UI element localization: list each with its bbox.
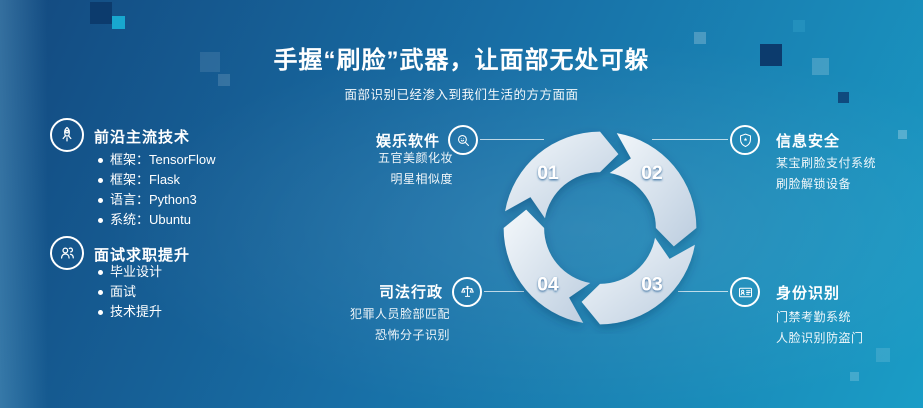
- node-title-entertainment: 娱乐软件: [375, 133, 440, 150]
- node-line: 五官美颜化妆: [377, 151, 453, 165]
- decor-square: [898, 130, 907, 139]
- team-icon: [50, 236, 84, 270]
- career-list: 毕业设计 面试 技术提升: [96, 262, 162, 322]
- id-card-icon: [730, 277, 760, 307]
- shield-star-icon: [730, 125, 760, 155]
- list-item: 技术提升: [96, 302, 162, 322]
- node-lines-security: 某宝刷脸支付系统 刷脸解锁设备: [776, 153, 923, 195]
- node-title-justice: 司法行政: [378, 284, 443, 301]
- section-title-career: 面试求职提升: [94, 247, 191, 264]
- left-light-band: [0, 0, 48, 408]
- list-item: 框架：TensorFlow: [96, 150, 215, 170]
- decor-square: [838, 92, 849, 103]
- node-lines-entertainment: 五官美颜化妆 明星相似度: [300, 148, 453, 190]
- cycle-ring: [503, 131, 697, 325]
- list-item: 系统：Ubuntu: [96, 210, 215, 230]
- node-title-identity: 身份识别: [776, 285, 841, 302]
- section-title-tech: 前沿主流技术: [94, 129, 191, 146]
- tech-list: 框架：TensorFlow 框架：Flask 语言：Python3 系统：Ubu…: [96, 150, 215, 230]
- list-item: 框架：Flask: [96, 170, 215, 190]
- node-line: 人脸识别防盗门: [776, 331, 864, 345]
- node-line: 明星相似度: [390, 172, 453, 186]
- connector-line: [484, 291, 524, 292]
- connector-line: [678, 291, 728, 292]
- list-item: 面试: [96, 282, 162, 302]
- node-title-security: 信息安全: [776, 133, 841, 150]
- decor-square: [812, 58, 829, 75]
- list-item: 语言：Python3: [96, 190, 215, 210]
- decor-square: [876, 348, 890, 362]
- connector-line: [480, 139, 544, 140]
- cycle-step-number: 01: [537, 163, 559, 184]
- page-title: 手握“刷脸”武器，让面部无处可躲: [273, 47, 650, 74]
- scales-icon: [452, 277, 482, 307]
- decor-square: [218, 74, 230, 86]
- node-line: 刷脸解锁设备: [776, 177, 852, 191]
- face-search-icon: [448, 125, 478, 155]
- cycle-step-number: 02: [641, 163, 662, 184]
- decor-square: [793, 20, 805, 32]
- decor-square: [760, 44, 782, 66]
- node-line: 某宝刷脸支付系统: [776, 156, 877, 170]
- connector-line: [652, 139, 728, 140]
- cycle-diagram: 01 02 03 04: [494, 122, 706, 334]
- rocket-icon: [50, 118, 84, 152]
- node-line: 门禁考勤系统: [776, 310, 852, 324]
- node-lines-justice: 犯罪人员脸部匹配 恐怖分子识别: [300, 304, 450, 346]
- node-line: 犯罪人员脸部匹配: [349, 307, 450, 321]
- cycle-step-number: 04: [537, 275, 559, 296]
- decor-square: [694, 32, 706, 44]
- list-item: 毕业设计: [96, 262, 162, 282]
- cycle-step-number: 03: [641, 275, 663, 296]
- node-line: 恐怖分子识别: [374, 328, 450, 342]
- decor-square: [90, 2, 112, 24]
- decor-square: [112, 16, 125, 29]
- node-lines-identity: 门禁考勤系统 人脸识别防盗门: [776, 307, 923, 349]
- decor-square: [200, 52, 220, 72]
- page-subtitle: 面部识别已经渗入到我们生活的方方面面: [344, 88, 579, 102]
- decor-square: [850, 372, 859, 381]
